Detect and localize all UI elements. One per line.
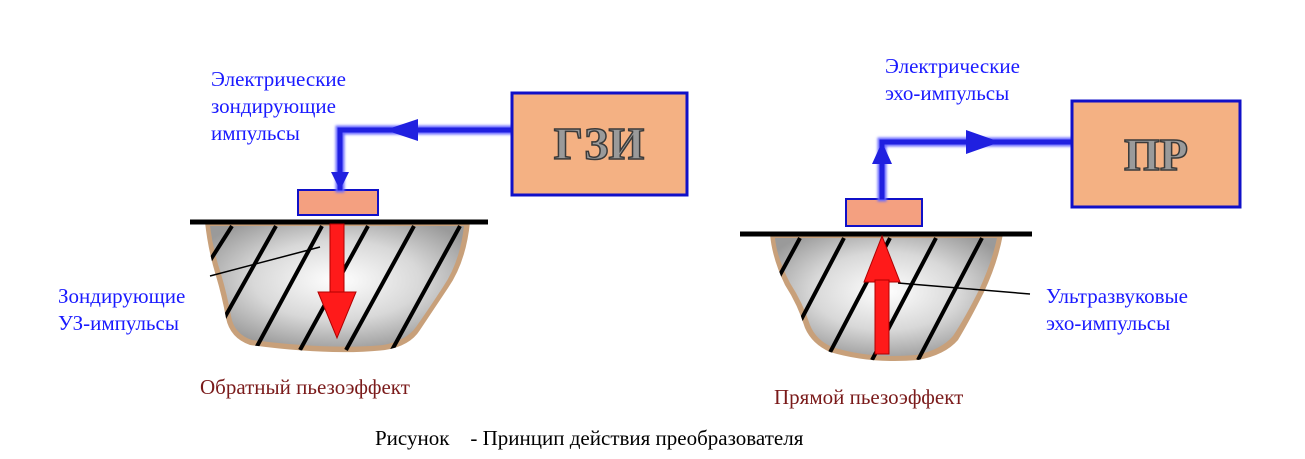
right-electric-label-line1: Электрические: [885, 54, 1020, 78]
left-red-arrow-icon: [317, 223, 357, 340]
gzi-box: [510, 91, 689, 197]
pr-label: ПР: [1124, 129, 1188, 180]
right-wire: [877, 137, 1077, 202]
right-wire-arrow-icon: [966, 130, 1000, 154]
left-wire-arrow-icon: [385, 119, 418, 141]
left-wire-down-arrow-icon: [331, 172, 349, 190]
left-electric-label-line1: Электрические: [211, 67, 346, 91]
right-red-arrow-icon: [863, 234, 901, 355]
left-effect-label: Обратный пьезоэффект: [200, 375, 410, 399]
left-electric-label-line3: импульсы: [211, 120, 300, 145]
left-electric-label: Электрические зондирующие импульсы: [211, 66, 346, 147]
right-electric-label: Электрические эхо-импульсы: [885, 53, 1020, 107]
right-wire-up-arrow-icon: [872, 142, 892, 164]
right-us-label-line1: Ультразвуковые: [1046, 284, 1188, 308]
figure-caption: Рисунок - Принцип действия преобразовате…: [375, 426, 804, 450]
left-diagram: [190, 91, 689, 353]
left-us-label: Зондирующие УЗ-импульсы: [58, 283, 185, 337]
right-transducer: [845, 198, 923, 227]
right-effect-label: Прямой пьезоэффект: [774, 385, 964, 409]
right-us-label-line2: эхо-импульсы: [1046, 310, 1171, 335]
left-wire: [335, 125, 517, 193]
left-us-label-line2: УЗ-импульсы: [58, 310, 179, 335]
pr-box: [1070, 99, 1242, 209]
left-transducer: [297, 189, 379, 216]
right-us-label: Ультразвуковые эхо-импульсы: [1046, 283, 1188, 337]
right-electric-label-line2: эхо-импульсы: [885, 80, 1010, 105]
left-electric-label-line2: зондирующие: [211, 93, 336, 118]
gzi-label: ГЗИ: [554, 118, 645, 169]
left-us-label-line1: Зондирующие: [58, 284, 186, 308]
